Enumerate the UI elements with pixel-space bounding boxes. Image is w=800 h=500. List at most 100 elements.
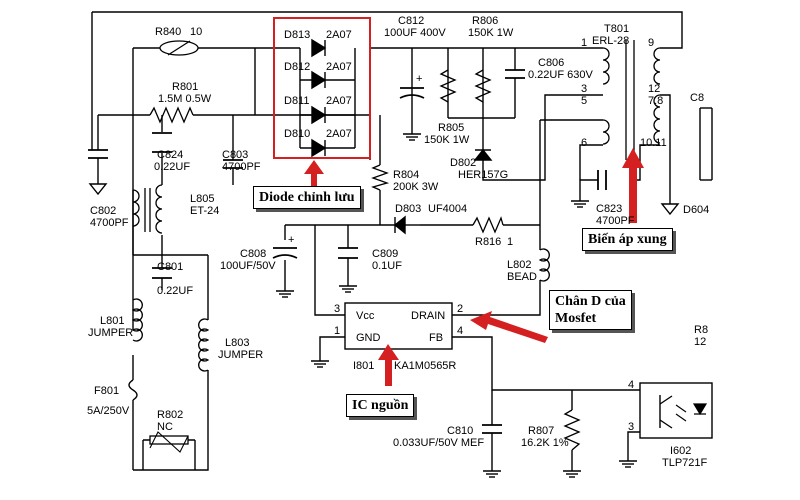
diode-highlight-box — [273, 17, 371, 159]
i602-shape — [639, 382, 713, 439]
c809-value: 0.1UF — [372, 260, 402, 272]
ic-gnd-label: GND — [356, 332, 381, 344]
d810-value: 2A07 — [326, 128, 352, 140]
r806-ref: R806 — [472, 15, 498, 27]
d810-ref: D810 — [284, 128, 310, 140]
c803-shape — [223, 159, 243, 185]
c808-value: 100UF/50V — [220, 260, 276, 272]
svg-text:+: + — [288, 234, 294, 246]
d604-ref: D604 — [683, 204, 709, 216]
r840-ref: R840 — [155, 26, 181, 38]
c802-value: 4700PF — [90, 217, 129, 229]
ic-pin4: 4 — [457, 325, 463, 337]
c809-shape — [338, 247, 358, 259]
l805-shape — [132, 184, 163, 234]
d802-value: HER157G — [458, 169, 508, 181]
callout-pulse-transformer: Biến áp xung — [582, 228, 673, 251]
t801-value: ERL-28 — [592, 35, 629, 47]
c823-shape — [597, 170, 607, 190]
c808-ref: C808 — [240, 248, 266, 260]
r801-shape — [149, 106, 194, 124]
l803-value: JUMPER — [218, 349, 263, 361]
c802-shape — [88, 149, 108, 180]
i801-ref: I801 — [353, 360, 374, 372]
callout-ic-text: IC nguồn — [352, 398, 409, 413]
r802-ref: R802 — [157, 409, 183, 421]
c812-shape: + — [399, 73, 425, 99]
c801-value: 0.22UF — [157, 285, 193, 297]
r804-shape — [371, 164, 390, 191]
d812-ref: D812 — [284, 61, 310, 73]
ic-vcc-label: Vcc — [356, 310, 375, 322]
c8-partial-ref: C8 — [690, 92, 704, 104]
c824-shape — [152, 132, 172, 153]
c801-shape — [152, 267, 172, 279]
ic-pin-labels: Vcc DRAIN GND FB 3 2 1 4 — [334, 303, 463, 344]
l802-shape — [538, 248, 550, 282]
callout-transformer-text: Biến áp xung — [588, 232, 667, 247]
highlight-arrows — [304, 148, 644, 386]
d813-value: 2A07 — [326, 29, 352, 41]
r802-shape — [149, 431, 189, 453]
r804-ref: R804 — [393, 169, 419, 181]
callout-diode-text: Diode chỉnh lưu — [259, 190, 355, 205]
c809-ref: C809 — [372, 248, 398, 260]
c810-shape — [482, 424, 502, 445]
f801-value: 5A/250V — [87, 405, 130, 417]
r805-ref: R805 — [438, 122, 464, 134]
l802-ref: L802 — [507, 259, 531, 271]
ic-pin2: 2 — [457, 303, 463, 315]
r840-shape — [159, 40, 199, 56]
bridge-diodes — [311, 38, 327, 158]
c812-ref: C812 — [398, 15, 424, 27]
r840-value: 10 — [190, 26, 202, 38]
r807-value: 16.2K 1% — [521, 437, 569, 449]
c812-value: 100UF 400V — [384, 27, 446, 39]
callout-diode-rectifier: Diode chỉnh lưu — [253, 186, 361, 209]
c806-ref: C806 — [538, 57, 564, 69]
c808-shape: + — [272, 234, 298, 259]
i602-pin4: 4 — [628, 379, 634, 391]
svg-text:+: + — [416, 73, 422, 85]
r806-value: 150K 1W — [468, 27, 514, 39]
r816-value: 1 — [507, 236, 513, 248]
d813-ref: D813 — [284, 29, 310, 41]
t801-shape — [602, 40, 661, 160]
c803-ref: C803 — [222, 149, 248, 161]
l805-value: ET-24 — [190, 205, 219, 217]
i602-value: TLP721F — [662, 457, 708, 469]
c823-ref: C823 — [596, 203, 622, 215]
transformer-pin-labels: 1 3 5 6 9 12 7.8 10.11 — [581, 37, 667, 149]
r8-partial-value: 12 — [694, 336, 706, 348]
ic-drain-label: DRAIN — [411, 310, 445, 322]
i602-pin3: 3 — [628, 421, 634, 433]
d803-value: UF4004 — [428, 203, 467, 215]
c810-value: 0.033UF/50V MEF — [393, 437, 484, 449]
r807-ref: R807 — [528, 425, 554, 437]
c801-ref: C801 — [157, 261, 183, 273]
d802-shape — [473, 148, 493, 161]
r806-shape — [474, 69, 492, 103]
callout-mosfet-drain: Chân D của Mosfet — [549, 290, 632, 330]
c823-value: 4700PF — [596, 215, 635, 227]
c806-shape — [505, 69, 525, 88]
d811-ref: D811 — [284, 95, 309, 107]
t801-pin78: 7.8 — [648, 95, 663, 107]
c806-value: 0.22UF 630V — [528, 69, 593, 81]
t801-pin6: 6 — [581, 137, 587, 149]
t801-pin12: 12 — [648, 83, 660, 95]
l801-value: JUMPER — [88, 327, 133, 339]
f801-ref: F801 — [94, 385, 119, 397]
r805-value: 150K 1W — [424, 134, 470, 146]
l803-shape — [198, 318, 210, 372]
r802-value: NC — [157, 421, 173, 433]
d811-value: 2A07 — [326, 95, 352, 107]
callout-mosfet-line1: Chân D của — [555, 294, 626, 309]
r801-ref: R801 — [172, 81, 198, 93]
l803-ref: L803 — [225, 337, 249, 349]
ic-pin1: 1 — [334, 325, 340, 337]
l802-value: BEAD — [507, 271, 537, 283]
d802-ref: D802 — [450, 157, 476, 169]
c802-ref: C802 — [90, 205, 116, 217]
r801-value: 1.5M 0.5W — [158, 93, 212, 105]
